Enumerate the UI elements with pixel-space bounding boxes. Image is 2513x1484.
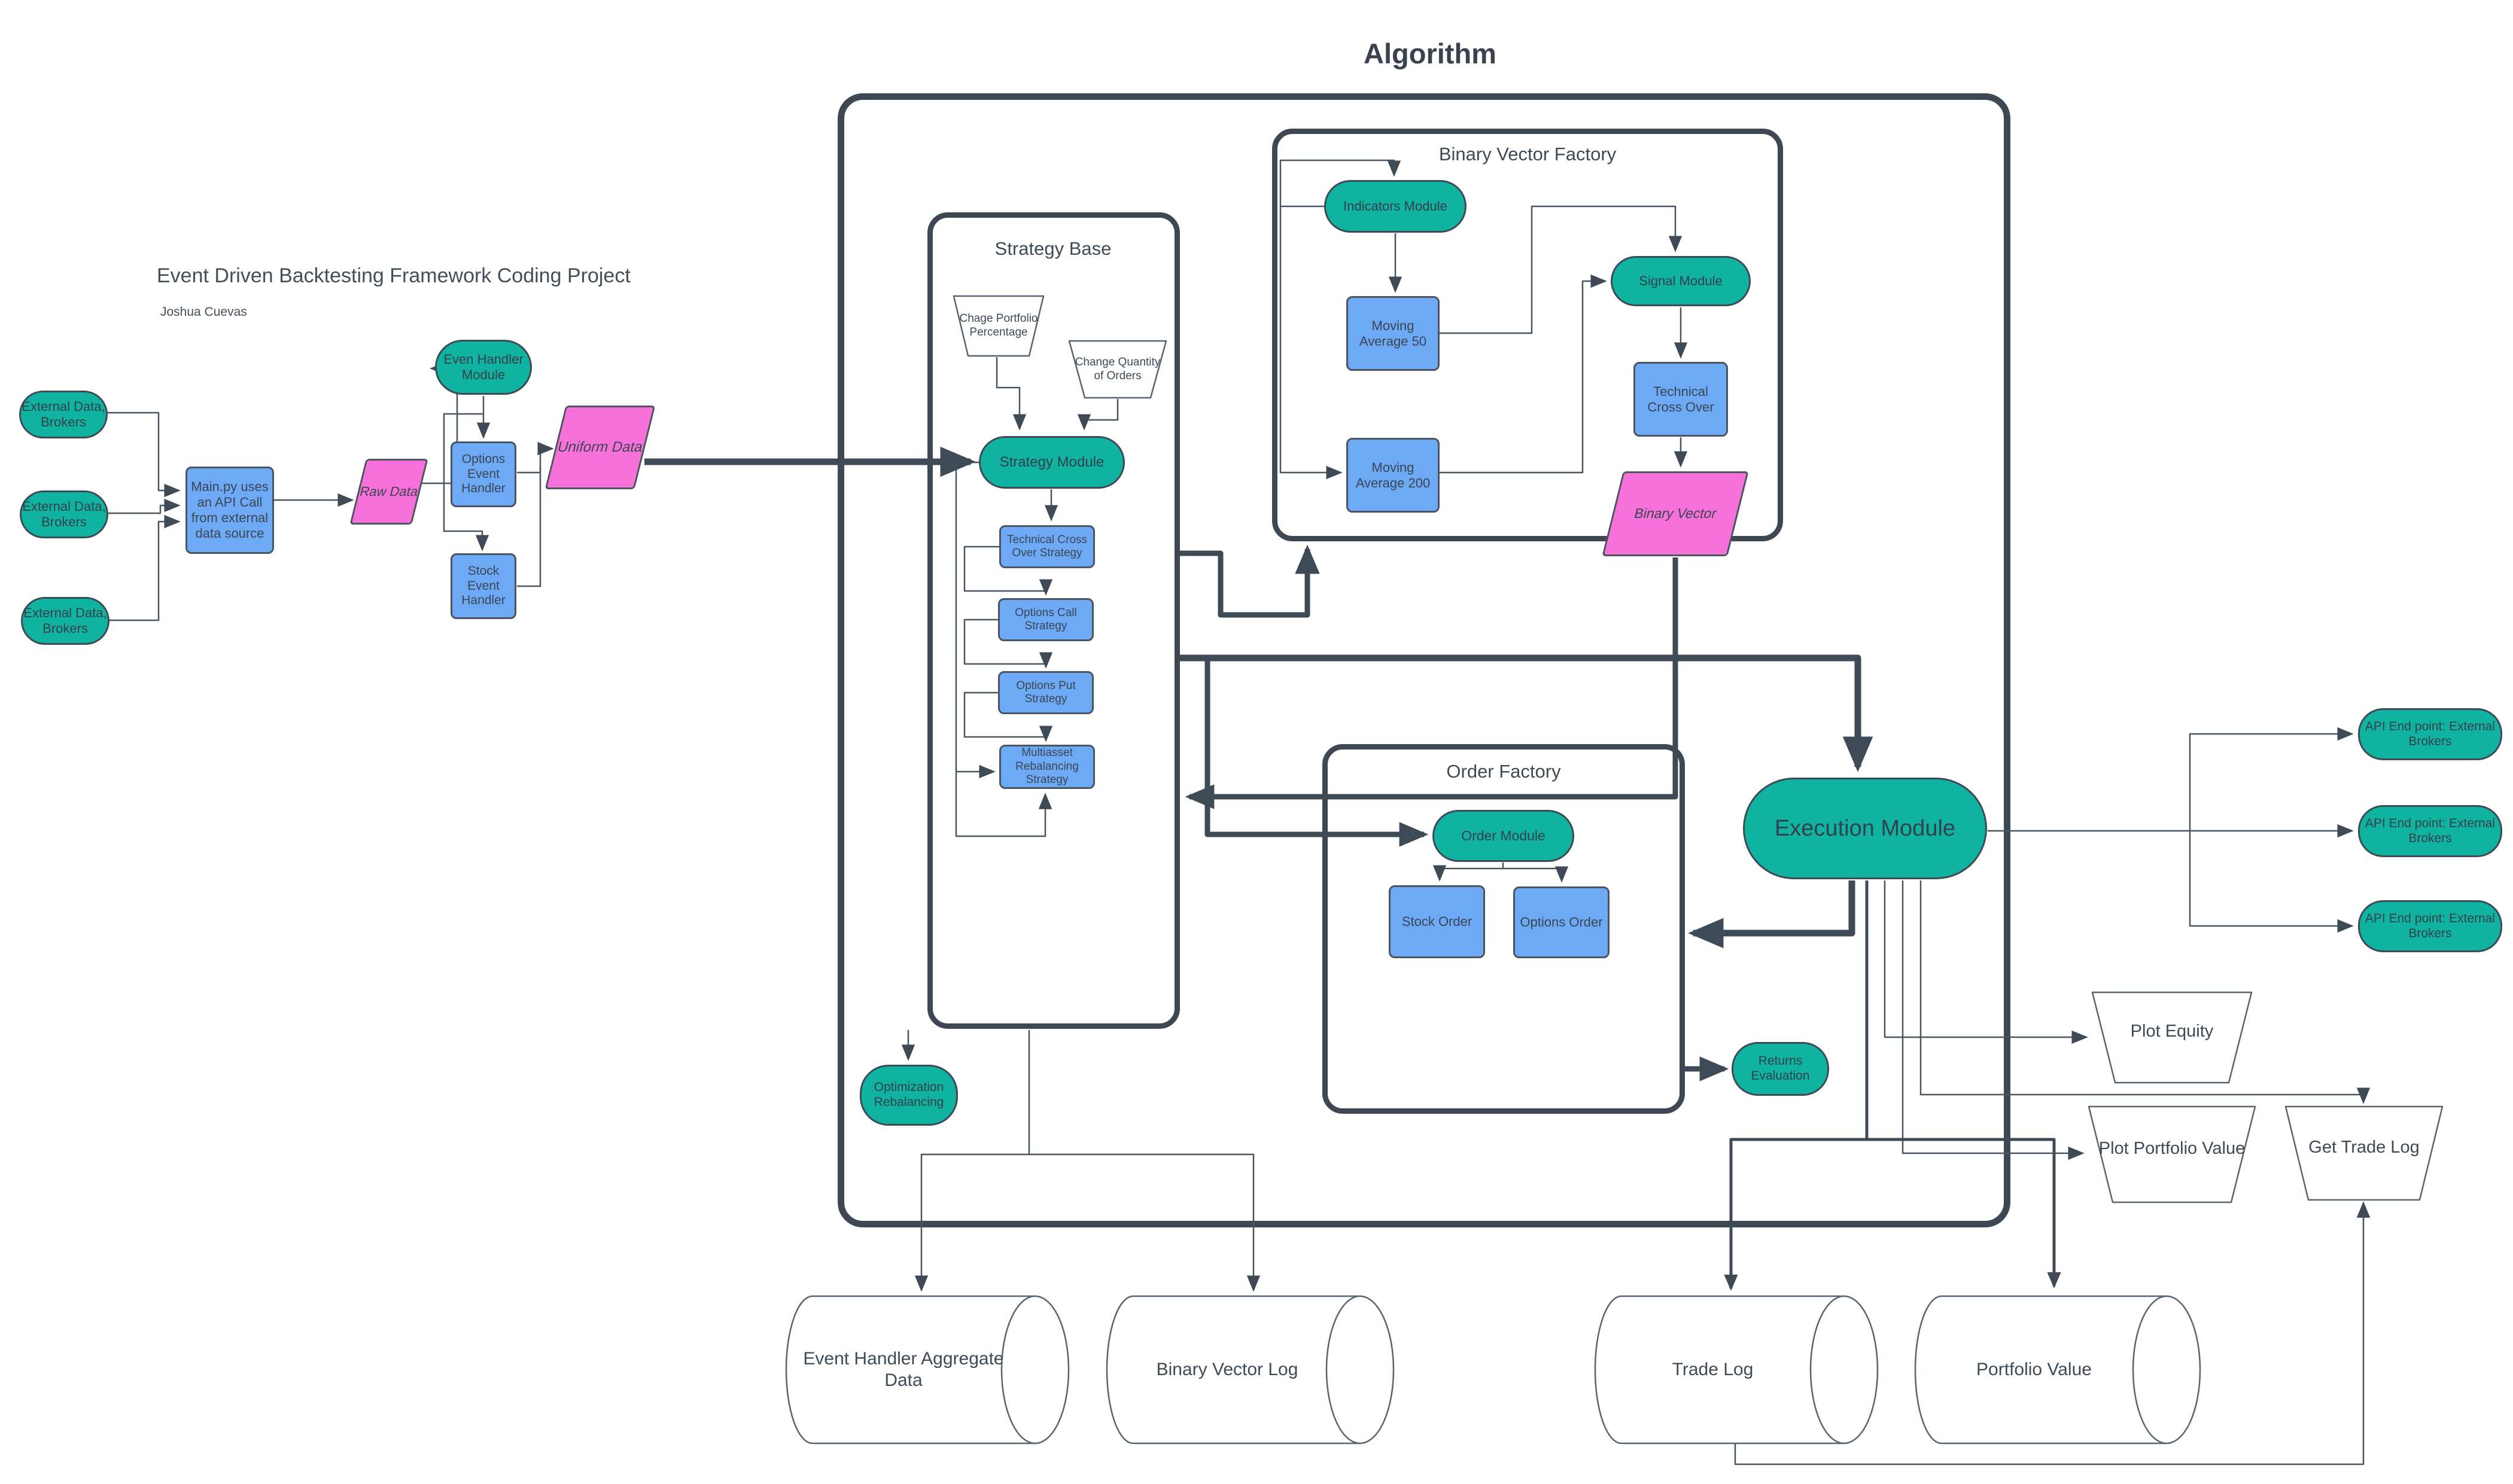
- connector-sb-executionmodule: [1180, 654, 1873, 772]
- node-event-handler-module[interactable]: Even Handler Module: [435, 340, 532, 395]
- connector-ehm-seh: [443, 413, 489, 551]
- connector-seh-uniform: [517, 467, 541, 587]
- thick-connectors: [644, 446, 1873, 1081]
- project-author: Joshua Cuevas: [160, 305, 247, 319]
- connector-em-tradelog: [1724, 880, 1869, 1291]
- node-binary-vector-log[interactable]: Binary Vector Log: [1156, 1360, 1298, 1379]
- node-moving-average-200[interactable]: Moving Average 200: [1346, 438, 1440, 513]
- node-trade-log[interactable]: Trade Log: [1672, 1360, 1754, 1379]
- algorithm-container: [838, 93, 2010, 1227]
- node-chage-portfolio-percentage[interactable]: Chage Portfolio Percentage: [959, 312, 1038, 339]
- node-external-data-brokers-3[interactable]: External Data, Brokers: [21, 597, 109, 645]
- node-api-endpoint-2[interactable]: API End point: External Brokers: [2358, 805, 2502, 857]
- connector-loop-indicators: [1279, 159, 1401, 206]
- connector-ordermodule-optionsorder: [1503, 866, 1569, 883]
- change-quantity-shape: [1068, 340, 1167, 399]
- connector-ops-multi: [963, 691, 1053, 742]
- connector-tcos-ocs: [963, 546, 1053, 596]
- connector-ma200-signal: [1440, 274, 1607, 474]
- node-api-endpoint-1[interactable]: API End point: External Brokers: [2358, 708, 2502, 760]
- node-plot-portfolio-value[interactable]: Plot Portfolio Value: [2098, 1138, 2246, 1158]
- node-stock-event-handler[interactable]: Stock Event Handler: [451, 553, 516, 619]
- node-technical-cross-over-strategy[interactable]: Technical Cross Over Strategy: [999, 525, 1095, 568]
- node-get-trade-log[interactable]: Get Trade Log: [2308, 1137, 2420, 1157]
- connector-ordermodule-stockorder: [1432, 863, 1504, 882]
- node-event-handler-aggregate-data[interactable]: Event Handler Aggregate Data: [803, 1349, 1004, 1390]
- cylinder-binary-vector-log: [1106, 1295, 1395, 1445]
- connector-em-plotequity: [1884, 880, 2088, 1044]
- cylinder-trade-log: [1594, 1295, 1879, 1445]
- connector-em-api1: [1988, 727, 2354, 832]
- node-portfolio-value[interactable]: Portfolio Value: [1976, 1360, 2092, 1379]
- strategy-base-container: [927, 212, 1180, 1029]
- node-stock-order[interactable]: Stock Order: [1389, 885, 1485, 958]
- connector-ext3-mainpy: [109, 514, 181, 621]
- connector-oeh-uniform: [517, 441, 554, 474]
- connector-ext2-mainpy: [108, 498, 181, 514]
- diagram-title: Algorithm: [1364, 38, 1496, 69]
- connector-em-api3: [2189, 831, 2354, 933]
- connector-ext1-mainpy: [108, 412, 181, 498]
- connector-indicators-ma200: [1279, 206, 1343, 480]
- connector-em-gettradelog: [1919, 880, 2371, 1104]
- connector-sb-ordermodule: [1204, 658, 1429, 847]
- node-mainpy[interactable]: Main.py uses an API Call from external d…: [185, 467, 274, 554]
- thin-connectors: [108, 159, 2371, 1465]
- node-execution-module[interactable]: Execution Module: [1743, 778, 1987, 879]
- node-indicators-module[interactable]: Indicators Module: [1324, 180, 1467, 233]
- cylinder-event-handler-aggregate: [785, 1295, 1070, 1445]
- binary-vector-factory-title: Binary Vector Factory: [1438, 144, 1617, 164]
- node-options-put-strategy[interactable]: Options Put Strategy: [998, 671, 1094, 714]
- project-title: Event Driven Backtesting Framework Codin…: [157, 264, 631, 287]
- strategy-base-title: Strategy Base: [994, 238, 1112, 259]
- node-api-endpoint-3[interactable]: API End point: External Brokers: [2358, 900, 2502, 952]
- medium-connectors: [1724, 880, 2061, 1291]
- node-options-call-strategy[interactable]: Options Call Strategy: [998, 598, 1094, 641]
- cylinder-portfolio-value: [1914, 1295, 2201, 1445]
- get-trade-log-shape: [2284, 1105, 2444, 1201]
- node-options-order[interactable]: Options Order: [1513, 886, 1610, 958]
- node-strategy-module[interactable]: Strategy Module: [979, 436, 1125, 489]
- node-technical-cross-over[interactable]: Technical Cross Over: [1633, 362, 1728, 437]
- chage-portfolio-shape: [953, 295, 1045, 357]
- connector-tradelog-gettradelog: [1734, 1201, 2371, 1465]
- node-external-data-brokers-2[interactable]: External Data, Brokers: [20, 490, 108, 538]
- connector-sb-ehad-cylinder: [914, 1030, 1030, 1292]
- connector-changeqty-strategymodule: [1077, 399, 1119, 431]
- node-optimization-rebalancing[interactable]: Optimization Rebalancing: [860, 1065, 958, 1126]
- connector-em-plotportfolio: [1902, 880, 2085, 1160]
- node-moving-average-50[interactable]: Moving Average 50: [1346, 296, 1440, 371]
- order-factory-title: Order Factory: [1446, 761, 1561, 782]
- connector-sb-bvf: [1180, 544, 1320, 618]
- node-order-module[interactable]: Order Module: [1432, 810, 1574, 862]
- connector-em-portfoliovalue: [1867, 1138, 2061, 1289]
- node-plot-equity[interactable]: Plot Equity: [2130, 1021, 2214, 1041]
- node-change-quantity-of-orders[interactable]: Change Quantity of Orders: [1075, 355, 1161, 382]
- node-signal-module[interactable]: Signal Module: [1611, 256, 1751, 306]
- node-returns-evaluation[interactable]: Returns Evaluation: [1732, 1042, 1829, 1096]
- plot-equity-shape: [2091, 991, 2253, 1084]
- connector-sb-bvlog-cylinder: [1029, 1153, 1261, 1292]
- connector-chage-strategymodule: [996, 357, 1027, 431]
- node-binary-vector[interactable]: Binary Vector: [1602, 471, 1749, 556]
- connector-ocs-ops: [963, 618, 1053, 669]
- connector-em-orderfactory: [1688, 880, 1855, 949]
- connector-ma50-signal: [1440, 205, 1683, 334]
- order-factory-container: [1322, 744, 1685, 1114]
- node-external-data-brokers-1[interactable]: External Data, Brokers: [19, 391, 108, 438]
- connector-binaryvector-sb: [1185, 557, 1678, 809]
- node-options-event-handler[interactable]: Options Event Handler: [451, 441, 516, 507]
- binary-vector-factory-container: [1272, 129, 1783, 541]
- node-multiasset-rebalancing-strategy[interactable]: Multiasset Rebalancing Strategy: [999, 745, 1095, 789]
- plot-portfolio-value-shape: [2088, 1105, 2256, 1203]
